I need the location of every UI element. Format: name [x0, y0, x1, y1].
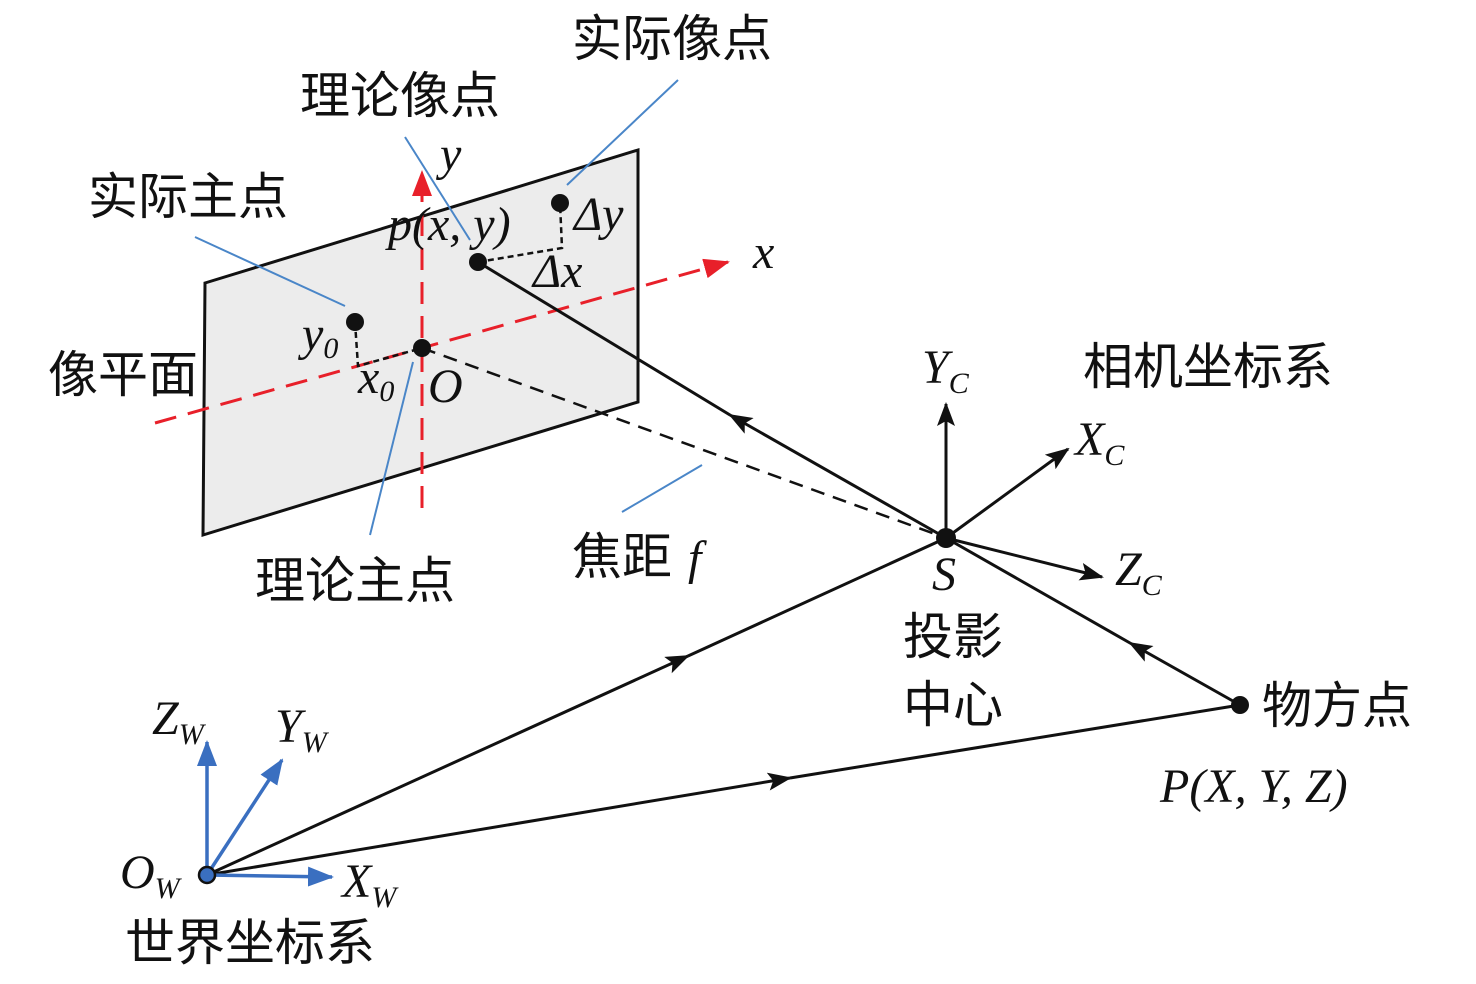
label-origin: O	[428, 360, 463, 413]
ray-object-to-s-rest	[945, 536, 1131, 645]
label-camera-frame: 相机坐标系	[1083, 338, 1333, 396]
principal-offset-lines	[353, 321, 423, 368]
label-x0: x0	[357, 351, 394, 408]
label-focal-symbol: f	[688, 532, 707, 585]
label-y0: y0	[297, 308, 338, 365]
world-x-axis	[206, 866, 334, 887]
ray-s-to-image	[728, 413, 947, 540]
actual-image-point	[551, 194, 569, 212]
ray-s-to-image-rest	[477, 260, 731, 417]
projection-center-point	[936, 528, 956, 548]
ray-ow-to-s	[206, 654, 690, 877]
callout-lines	[194, 79, 703, 536]
world-y-axis	[205, 758, 284, 876]
label-delta-y: Δy	[572, 188, 624, 241]
label-object-point: 物方点	[1262, 677, 1412, 735]
label-x-axis: x	[752, 226, 774, 279]
focal-dashed-line	[421, 346, 947, 540]
label-delta-x: Δx	[531, 245, 582, 298]
label-yc: YC	[922, 341, 970, 400]
world-origin-point	[197, 865, 217, 885]
label-actual-image-point: 实际像点	[572, 10, 772, 68]
label-projection-center-2: 中心	[903, 676, 1003, 734]
label-s: S	[932, 548, 956, 601]
object-point	[1231, 696, 1249, 714]
label-projection-center-1: 投影	[903, 608, 1003, 666]
ray-ow-to-object	[206, 772, 792, 877]
label-image-plane: 像平面	[48, 346, 198, 404]
theoretical-principal-point	[413, 339, 431, 357]
label-zw: ZW	[152, 692, 207, 751]
label-ow: OW	[120, 846, 183, 905]
label-image-coords: p(x, y)	[385, 198, 511, 251]
label-world-frame: 世界坐标系	[125, 914, 375, 972]
label-object-coords: P(X, Y, Z)	[1159, 760, 1348, 813]
ray-object-to-s	[1128, 641, 1241, 707]
label-yw: YW	[275, 700, 330, 759]
camera-z-axis	[945, 536, 1104, 581]
camera-x-axis	[945, 447, 1070, 540]
label-theoretical-image-point: 理论像点	[300, 67, 500, 125]
label-xc: XC	[1073, 413, 1125, 472]
distortion-offset-lines	[477, 202, 564, 264]
label-actual-principal-point: 实际主点	[88, 168, 288, 226]
label-focal-length: 焦距	[572, 528, 672, 586]
image-x-axis	[154, 258, 730, 425]
ray-ow-to-object-rest	[789, 703, 1241, 780]
label-y-axis: y	[435, 128, 462, 181]
actual-principal-point	[346, 313, 364, 331]
label-xw: XW	[340, 855, 399, 914]
theoretical-image-point	[469, 253, 487, 271]
label-theoretical-principal-point: 理论主点	[255, 552, 455, 610]
ray-ow-to-s-rest	[687, 536, 947, 658]
label-zc: ZC	[1115, 543, 1163, 602]
